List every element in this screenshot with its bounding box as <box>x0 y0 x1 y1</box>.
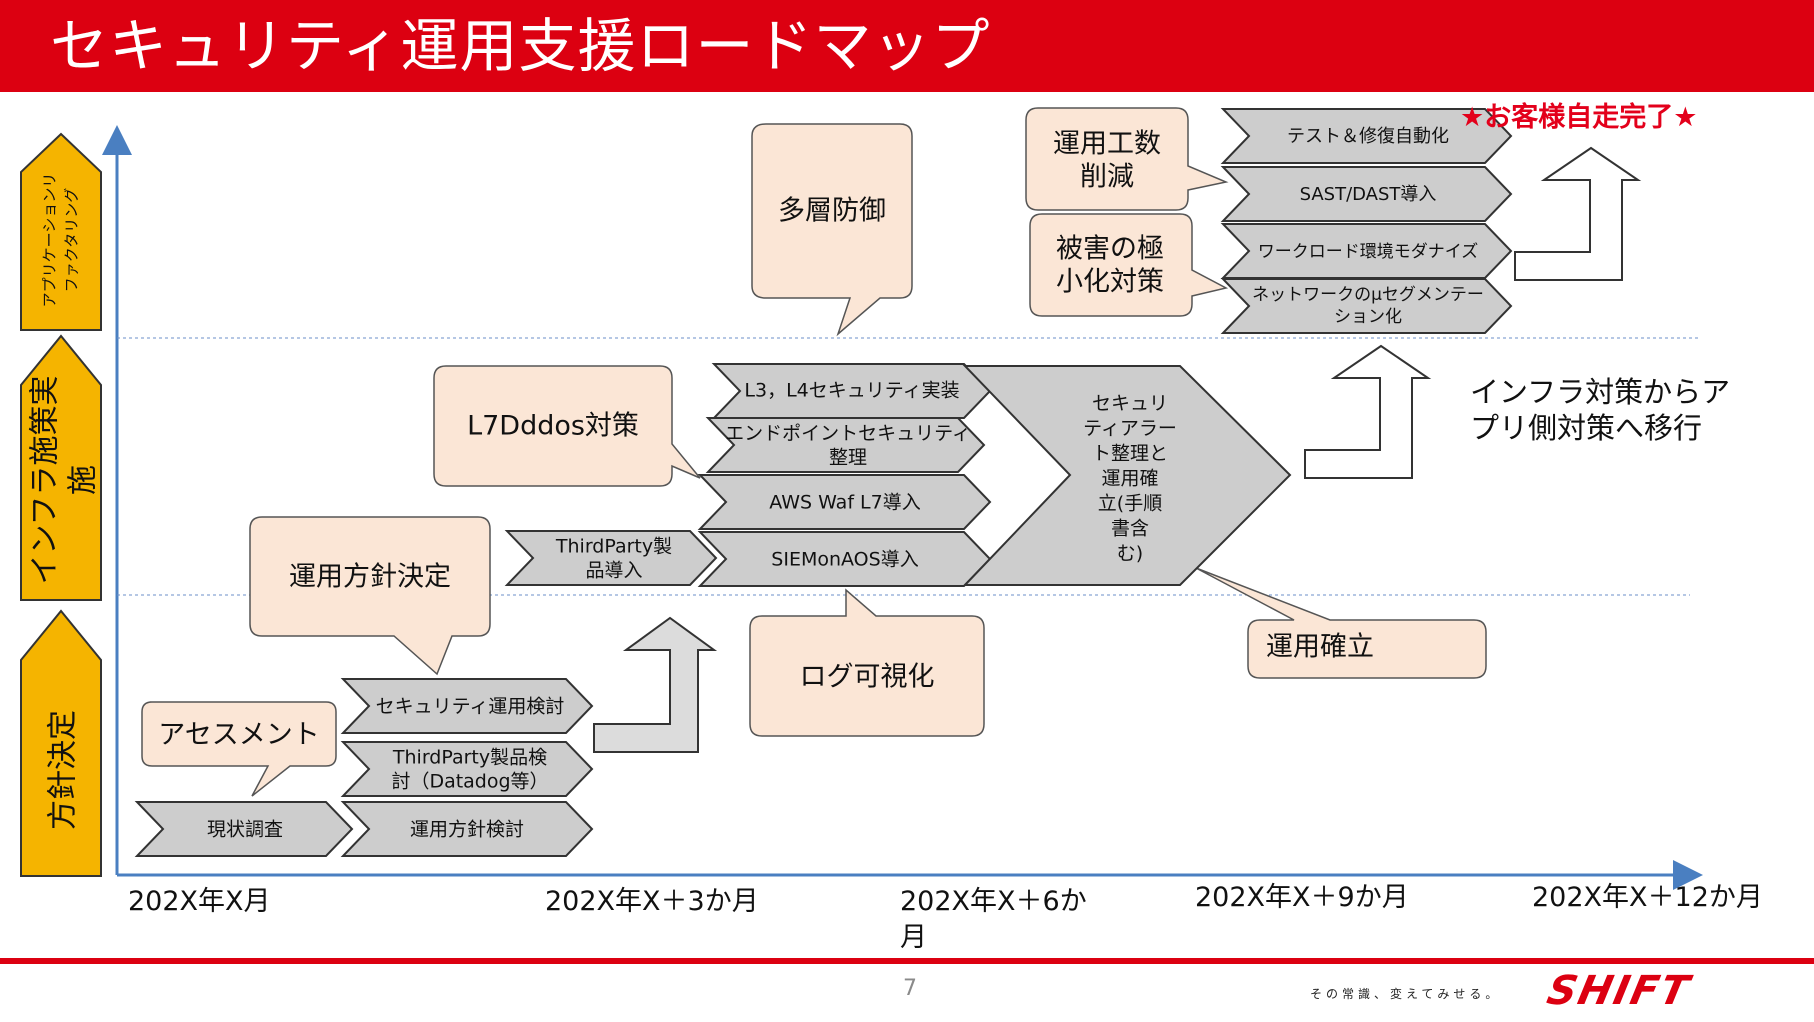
step-arrow-infra-to-app <box>1304 344 1432 479</box>
task-label: SIEMonAOS導入 <box>771 549 918 571</box>
phase-arrow-infra: インフラ施策実 施 <box>20 334 102 601</box>
step-arrow-policy-to-infra <box>593 616 718 753</box>
task-label-line2: ション化 <box>1334 307 1402 327</box>
task-label-line1: ネットワークのμセグメンテー <box>1252 285 1484 305</box>
phase-arrow-policy: 方針決定 <box>20 609 102 877</box>
task-thirdparty-review: ThirdParty製品検 討（Datadog等） <box>340 741 594 797</box>
task-current-survey: 現状調査 <box>134 801 354 857</box>
callout-log-visualization: ログ可視化 <box>749 588 985 737</box>
callout-l7-ddos: L7Dddos対策 <box>433 365 701 487</box>
callout-damage-minimization: 被害の極 小化対策 <box>1029 213 1229 317</box>
callout-text-line1: 運用工数 <box>1053 129 1161 160</box>
task-siem-install: SIEMonAOS導入 <box>697 531 992 587</box>
shift-logo: SHIFT <box>1543 968 1695 1014</box>
callout-operation-established: 運用確立 <box>1195 567 1487 679</box>
phase-label-infra-2: 施 <box>66 465 101 495</box>
tick-month-12: 202X年X＋12か月 <box>1532 882 1763 913</box>
task-label-line6: 書含 <box>1111 518 1149 540</box>
task-aws-waf: AWS Waf L7導入 <box>697 474 992 530</box>
transition-text-line2: プリ側対策へ移行 <box>1470 411 1702 445</box>
callout-text-line1: 被害の極 <box>1056 234 1164 265</box>
task-label: テスト＆修復自動化 <box>1287 126 1449 147</box>
task-label: ワークロード環境モダナイズ <box>1258 242 1479 262</box>
callout-workload-reduction: 運用工数 削減 <box>1025 107 1229 211</box>
title-bar: セキュリティ運用支援ロードマップ <box>0 0 1814 92</box>
task-label-line1: ThirdParty製品検 <box>392 747 547 769</box>
callout-multilayer: 多層防御 <box>751 123 913 337</box>
tick-month-9: 202X年X＋9か月 <box>1195 882 1409 913</box>
phase-label-app-1: アプリケーションリ <box>41 173 59 308</box>
task-label-line1: エンドポイントセキュリティ <box>725 423 971 445</box>
footer-divider <box>0 958 1814 964</box>
callout-assessment: アセスメント <box>141 701 337 797</box>
task-label-line1: ThirdParty製 <box>555 536 672 558</box>
task-label: 現状調査 <box>207 819 283 841</box>
step-arrow-to-completion <box>1514 146 1642 281</box>
company-slogan: その常識、変えてみせる。 <box>1310 987 1502 1001</box>
task-label-line5: 立(手順 <box>1098 493 1162 515</box>
page-title: セキュリティ運用支援ロードマップ <box>50 12 991 80</box>
task-endpoint-security: エンドポイントセキュリティ 整理 <box>705 417 986 473</box>
task-label: L3，L4セキュリティ実装 <box>744 380 959 402</box>
task-label-line2: 討（Datadog等） <box>391 771 548 793</box>
page-number: 7 <box>903 976 917 1001</box>
task-label-line2: 整理 <box>829 447 867 469</box>
task-label-line3: ト整理と <box>1092 443 1168 465</box>
callout-text: 多層防御 <box>778 196 886 227</box>
task-thirdparty-install: ThirdParty製 品導入 <box>504 530 718 586</box>
tick-month-6-suffix: 月 <box>900 922 927 953</box>
phase-label-infra-1: インフラ施策実 <box>28 375 63 584</box>
task-label-line1: セキュリ <box>1092 393 1168 415</box>
tick-month-6: 202X年X＋6か <box>900 886 1087 917</box>
callout-text: 運用確立 <box>1266 632 1374 663</box>
task-label-line2: ティアラー <box>1083 418 1177 440</box>
tick-month-3: 202X年X＋3か月 <box>545 886 759 917</box>
task-label: 運用方針検討 <box>410 819 524 841</box>
task-policy-review: 運用方針検討 <box>340 801 594 857</box>
task-sast-dast: SAST/DAST導入 <box>1220 166 1513 222</box>
task-test-automation: テスト＆修復自動化 <box>1220 108 1513 164</box>
phase-label-policy: 方針決定 <box>46 710 81 830</box>
callout-text: ログ可視化 <box>800 662 935 693</box>
callout-text-line2: 削減 <box>1080 162 1134 193</box>
phase-arrow-app: アプリケーションリ ファクタリング <box>20 132 102 331</box>
task-label-line7: む) <box>1117 543 1143 565</box>
callout-text: 運用方針決定 <box>289 562 451 593</box>
task-label-line2: 品導入 <box>585 560 642 582</box>
task-label: AWS Waf L7導入 <box>769 492 920 514</box>
task-security-ops-review: セキュリティ運用検討 <box>340 678 594 734</box>
callout-text: アセスメント <box>158 720 319 751</box>
tick-month-0: 202X年X月 <box>128 886 271 917</box>
task-l3l4-security: L3，L4セキュリティ実装 <box>711 363 992 419</box>
task-label-line4: 運用確 <box>1101 468 1158 490</box>
callout-text-line2: 小化対策 <box>1056 267 1164 298</box>
task-security-alert-process: セキュリ ティアラー ト整理と 運用確 立(手順 書含 む) <box>962 365 1292 586</box>
transition-text-line1: インフラ対策からア <box>1470 375 1730 409</box>
completion-label: ★お客様自走完了★ <box>1460 101 1697 133</box>
task-workload-modernize: ワークロード環境モダナイズ <box>1220 223 1513 279</box>
task-label: セキュリティ運用検討 <box>376 696 565 718</box>
callout-text: L7Dddos対策 <box>467 411 639 442</box>
task-micro-segmentation: ネットワークのμセグメンテー ション化 <box>1220 278 1513 334</box>
task-label: SAST/DAST導入 <box>1300 184 1437 205</box>
callout-policy-decision: 運用方針決定 <box>249 516 491 676</box>
phase-label-app-2: ファクタリング <box>63 188 81 292</box>
